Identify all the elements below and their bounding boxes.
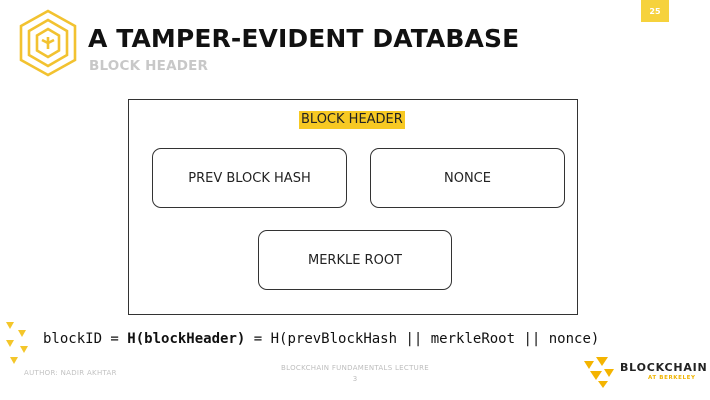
merkle-root-field: MERKLE ROOT bbox=[258, 230, 452, 290]
page-number-badge: 25 bbox=[641, 0, 669, 22]
lecture-title: BLOCKCHAIN FUNDAMENTALS LECTURE bbox=[281, 364, 429, 372]
prev-block-hash-field: PREV BLOCK HASH bbox=[152, 148, 347, 208]
formula-lhs: blockID = bbox=[43, 331, 128, 347]
brand-name: BLOCKCHAIN bbox=[620, 361, 708, 374]
slide-title: A TAMPER-EVIDENT DATABASE bbox=[88, 24, 520, 53]
author-credit: AUTHOR: NADIR AKHTAR bbox=[24, 369, 117, 377]
lecture-number: 3 bbox=[352, 375, 358, 383]
blockchain-at-berkeley-logo-icon bbox=[584, 357, 614, 388]
yellow-triangles-icon bbox=[6, 322, 28, 364]
nonce-field: NONCE bbox=[370, 148, 565, 208]
block-header-label: BLOCK HEADER bbox=[299, 111, 405, 129]
brand-subtitle: AT BERKELEY bbox=[648, 375, 696, 381]
formula-rhs: = H(prevBlockHash || merkleRoot || nonce… bbox=[245, 331, 600, 347]
block-id-formula: blockID = H(blockHeader) = H(prevBlockHa… bbox=[43, 331, 599, 347]
nested-cube-logo-icon bbox=[19, 9, 77, 77]
slide-subtitle: BLOCK HEADER bbox=[89, 58, 209, 74]
formula-bold-term: H(blockHeader) bbox=[127, 331, 246, 347]
